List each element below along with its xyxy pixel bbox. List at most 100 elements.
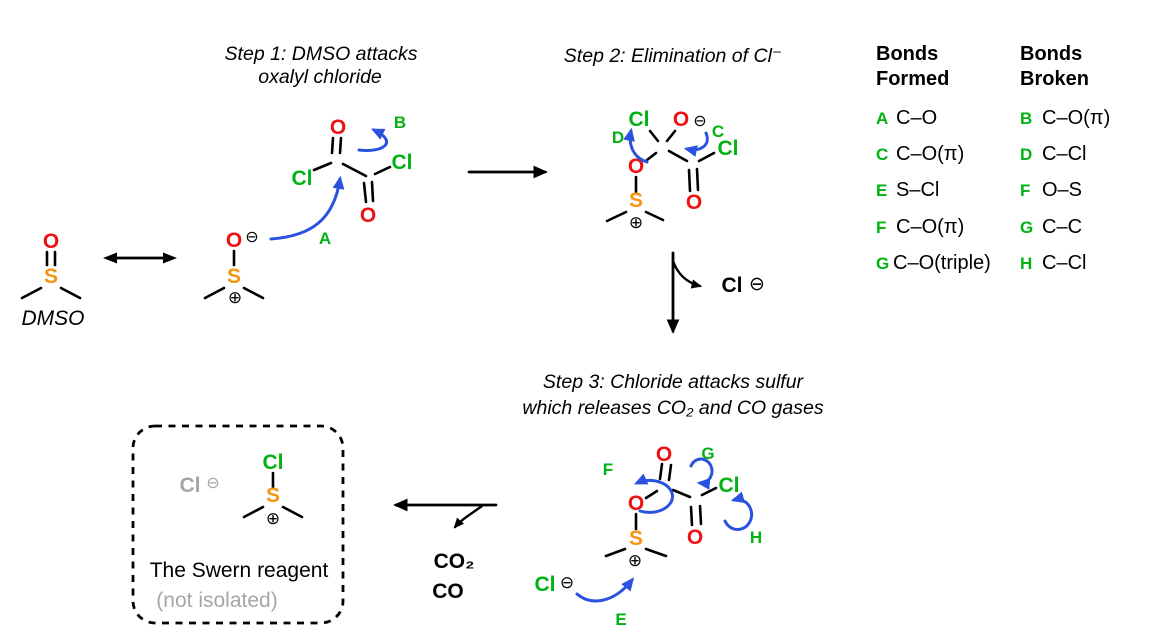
sulfur-label: S (629, 189, 643, 212)
step2-intermediate-structure: Cl O ⊖ O S ⊕ Cl O (605, 108, 739, 232)
legend-bond: C–Cl (1042, 143, 1086, 165)
legend-key: A (876, 109, 888, 128)
bond (370, 180, 375, 203)
oxygen-label: O (687, 526, 703, 549)
legend-key: E (876, 181, 887, 200)
swern-reagent-title: The Swern reagent (150, 559, 329, 582)
plus-charge-icon: ⊕ (628, 551, 642, 570)
chloride-release-hook (671, 259, 703, 289)
legend-bond: C–O(triple) (893, 252, 991, 274)
legend-key: D (1020, 145, 1032, 164)
bond (695, 167, 700, 192)
bond (362, 181, 368, 204)
chlorine-label: Cl (292, 167, 313, 190)
bond (644, 489, 659, 500)
bond (242, 286, 265, 300)
step3-title-line2: which releases CO₂ and CO gases (522, 397, 823, 419)
bond (645, 151, 658, 162)
plus-charge-icon: ⊕ (228, 288, 242, 307)
oxygen-label: O (686, 191, 702, 214)
legend-key: F (876, 218, 886, 237)
minus-charge-icon: ⊖ (693, 113, 706, 130)
minus-charge-icon: ⊖ (560, 573, 574, 592)
swern-reagent-subtitle: (not isolated) (156, 589, 277, 612)
arrow-label-g: G (701, 444, 714, 463)
legend-key: C (876, 145, 888, 164)
step3-section: Step 3: Chloride attacks sulfur which re… (522, 371, 823, 629)
chlorine-label: Cl (722, 274, 743, 297)
minus-charge-icon: ⊖ (749, 274, 765, 295)
legend-key: G (1020, 218, 1033, 237)
bond (667, 149, 689, 163)
oxygen-label: O (43, 230, 59, 253)
chlorine-label: Cl (392, 151, 413, 174)
bond (671, 488, 692, 499)
bond (605, 210, 628, 223)
chloride-counterion-label: Cl ⊖ (180, 474, 220, 497)
co2-label: CO₂ (434, 550, 475, 573)
arrow-label-d: D (612, 128, 624, 147)
bond (203, 286, 226, 300)
dmso-structure: O S DMSO (20, 230, 85, 330)
legend-bond: C–O(π) (896, 216, 964, 238)
chlorine-label: Cl (719, 474, 740, 497)
resonance-arrowhead-left (103, 252, 117, 264)
legend-bond: C–O (896, 107, 937, 129)
oxalyl-chloride-structure: O Cl Cl O (292, 116, 413, 227)
oxygen-label: O (656, 443, 672, 466)
bond (665, 129, 677, 143)
legend-bond: S–Cl (896, 179, 939, 201)
arrow-label-a: A (319, 229, 331, 248)
legend-bond: O–S (1042, 179, 1082, 201)
legend-bond: C–C (1042, 216, 1082, 238)
arrow-label-h: H (750, 528, 762, 547)
plus-charge-icon: ⊕ (629, 213, 643, 232)
curved-arrow-f (633, 473, 674, 514)
curved-arrow-h (723, 491, 754, 531)
legend-bond: C–O(π) (1042, 107, 1110, 129)
bonds-broken-heading-line2: Broken (1020, 68, 1089, 90)
legend-key: G (876, 254, 889, 273)
step2-section: Step 2: Elimination of Cl⁻ Cl O ⊖ O S ⊕ … (564, 45, 782, 334)
curved-arrow-a (269, 175, 345, 241)
minus-charge-icon: ⊖ (245, 229, 258, 246)
curved-arrow-b (357, 128, 389, 152)
legend-bond: C–Cl (1042, 252, 1086, 274)
bond (604, 547, 627, 558)
legend-key: F (1020, 181, 1030, 200)
curved-arrow-c (683, 131, 709, 157)
bonds-formed-column: Bonds Formed A C–O C C–O(π) E S–Cl F C–O… (876, 43, 991, 274)
chlorine-label: Cl (180, 474, 201, 497)
swern-reagent-box: Cl ⊖ Cl S ⊕ The Swern reagent (not isola… (131, 424, 345, 625)
gas-release-arrow: CO₂ CO (393, 498, 498, 603)
chlorine-label: Cl (535, 573, 556, 596)
bond (697, 151, 716, 163)
sulfur-label: S (227, 265, 241, 288)
bond (700, 486, 718, 497)
bond (341, 162, 368, 178)
dmso-label: DMSO (22, 307, 85, 330)
arrow-label-f: F (603, 460, 613, 479)
arrow-label-c: C (712, 122, 724, 141)
sulfur-label: S (629, 527, 643, 550)
arrow-label-e: E (615, 610, 626, 629)
bond (698, 504, 703, 526)
chlorine-label: Cl (263, 451, 284, 474)
bonds-broken-heading-line1: Bonds (1020, 43, 1082, 65)
oxygen-label: O (360, 204, 376, 227)
bond (689, 505, 694, 527)
step2-title: Step 2: Elimination of Cl⁻ (564, 45, 782, 67)
minus-charge-icon: ⊖ (206, 475, 219, 492)
legend-key: H (1020, 254, 1032, 273)
bond (658, 462, 664, 481)
chloride-leaving-label: Cl ⊖ (722, 274, 765, 297)
chlorosulfonium-structure: Cl S ⊕ (242, 451, 304, 528)
bonds-broken-column: Bonds Broken B C–O(π) D C–Cl F O–S G C–C… (1020, 43, 1110, 274)
bond (242, 505, 265, 519)
sulfur-label: S (44, 265, 58, 288)
legend-bond: C–O(π) (896, 143, 964, 165)
step3-title-line1: Step 3: Chloride attacks sulfur (543, 371, 805, 393)
bond (338, 136, 343, 155)
